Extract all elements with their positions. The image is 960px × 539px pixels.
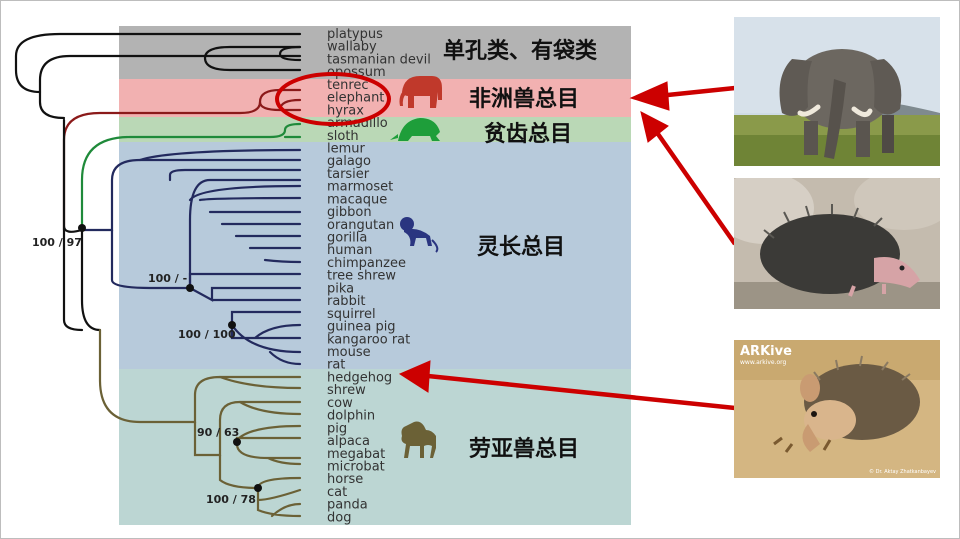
taxon-label: platypus <box>327 27 383 42</box>
support-placental: 100 / 97 <box>32 236 82 249</box>
taxon-label: tarsier <box>327 167 370 182</box>
branch-cetartiodactyla <box>235 400 302 442</box>
arrow-elephant-head <box>629 81 670 111</box>
taxon-label: pika <box>327 281 354 296</box>
support-glires: 100 / 100 <box>178 328 236 341</box>
tenrec-photo <box>734 178 940 309</box>
armadillo-silhouette-icon <box>390 118 440 141</box>
taxon-label: macaque <box>327 192 387 207</box>
group-label-laurasiatheria: 劳亚兽总目 <box>469 436 579 462</box>
taxon-label: chimpanzee <box>327 256 406 271</box>
photo-credit-text: © Dr. Aktay Zhatkanbayev <box>869 469 936 475</box>
taxon-label: gibbon <box>327 205 372 220</box>
branch-glires <box>188 272 302 302</box>
group-label-xenarthra: 贫齿总目 <box>484 121 572 147</box>
taxon-label: lemur <box>327 142 366 157</box>
group-label-monotremes-marsupials: 单孔类、有袋类 <box>443 38 598 64</box>
branch-wallaby-devil <box>278 45 302 62</box>
arkive-logo: ARKive <box>740 344 792 359</box>
taxon-label: opossum <box>327 65 386 80</box>
arkive-site: www.arkive.org <box>740 359 787 366</box>
taxon-label: horse <box>327 472 363 487</box>
taxon-label: dolphin <box>327 409 375 424</box>
taxon-label: rat <box>327 358 345 373</box>
support-euarchontoglires: 100 / - <box>148 272 187 285</box>
branch-therian <box>38 54 302 120</box>
support-laurasiatheria: 90 / 63 <box>197 426 239 439</box>
elephant-photo <box>734 17 940 166</box>
branch-euarchontoglires <box>80 158 302 232</box>
group-label-euarchontoglires: 灵长总目 <box>477 234 565 260</box>
band-afrotheria <box>119 79 631 117</box>
hedgehog-photo: ARKive www.arkive.org © Dr. Aktay Zhatka… <box>734 340 940 478</box>
branch-laurasiatheria <box>98 328 302 424</box>
arrow-hedgehog-head <box>398 360 431 393</box>
arrow-elephant-shaft <box>657 85 736 99</box>
taxon-label: orangutan <box>327 218 394 233</box>
taxon-label: wallaby <box>327 40 377 55</box>
taxon-label: rabbit <box>327 294 366 309</box>
taxon-label: cow <box>327 396 353 411</box>
arrows <box>398 81 737 411</box>
branch-afrotheria <box>62 88 302 232</box>
node-glires <box>228 321 236 329</box>
branch-primates <box>110 178 302 290</box>
taxon-label: pig <box>327 421 347 436</box>
branch-chiroptera <box>235 442 302 466</box>
afrotheria-highlight-circle <box>275 72 391 126</box>
taxon-label: squirrel <box>327 307 376 322</box>
taxon-label: alpaca <box>327 434 370 449</box>
taxon-label: human <box>327 243 372 258</box>
taxon-label: kangaroo rat <box>327 332 410 347</box>
branch-marsupials <box>203 45 302 72</box>
band-laurasiatheria <box>119 369 631 525</box>
arrow-tenrec-shaft <box>656 132 737 246</box>
taxon-label: sloth <box>327 129 359 144</box>
taxon-label: microbat <box>327 460 385 475</box>
taxon-label: elephant <box>327 91 384 106</box>
monkey-silhouette-icon <box>400 217 439 253</box>
branch-haplorhini <box>188 184 302 264</box>
taxon-label: mouse <box>327 345 371 360</box>
taxon-label: dog <box>327 510 351 525</box>
support-ferungulates: 100 / 78 <box>206 493 256 506</box>
taxon-label: guinea pig <box>327 320 396 335</box>
node-euarchontoglires <box>186 284 194 292</box>
taxon-label: marmoset <box>327 180 393 195</box>
taxon-label: panda <box>327 498 368 513</box>
taxon-label: tasmanian devil <box>327 52 431 67</box>
taxon-label: cat <box>327 485 347 500</box>
arrow-hedgehog-shaft <box>427 373 736 411</box>
taxon-label: hedgehog <box>327 370 392 385</box>
taxon-label: galago <box>327 154 371 169</box>
branch-rodents <box>230 310 302 366</box>
taxon-label: gorilla <box>327 231 367 246</box>
elephant-silhouette-icon <box>399 76 442 108</box>
taxon-label: tenrec <box>327 78 369 93</box>
branch-root <box>14 32 302 94</box>
taxon-label: hyrax <box>327 103 364 118</box>
node-ferungulates <box>254 484 262 492</box>
branch-xenarthra <box>80 122 302 230</box>
horse-silhouette-icon <box>401 421 436 458</box>
group-label-afrotheria: 非洲兽总目 <box>469 86 579 112</box>
node-placental <box>78 224 86 232</box>
arrow-tenrec-head <box>640 111 669 143</box>
branch-ferungulates <box>193 400 302 457</box>
taxon-label: shrew <box>327 383 366 398</box>
node-laurasiatheria <box>233 438 241 446</box>
taxon-label: tree shrew <box>327 269 396 284</box>
taxon-label: megabat <box>327 447 385 462</box>
branch-lemur <box>138 148 302 182</box>
